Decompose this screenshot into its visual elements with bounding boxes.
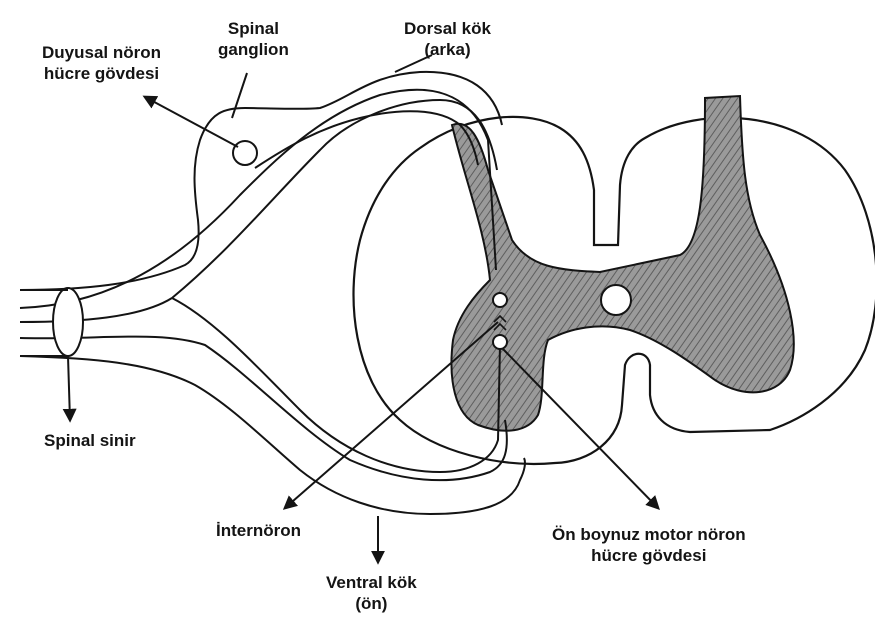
label-dorsal-kok-line1: Dorsal kök [404, 18, 491, 39]
label-ventral-kok: Ventral kök (ön) [326, 572, 417, 614]
motor-neuron-cell-body [493, 335, 507, 349]
label-spinal-sinir: Spinal sinir [44, 430, 136, 451]
label-on-boynuz-line2: hücre gövdesi [552, 545, 746, 566]
label-duyusal-line1: Duyusal nöron [42, 42, 161, 63]
sensory-neuron-cell-body [233, 141, 257, 165]
pointer-spinal-ganglion [232, 73, 247, 118]
label-duyusal-noron: Duyusal nöron hücre gövdesi [42, 42, 161, 84]
pointer-spinal-sinir [68, 356, 70, 420]
label-on-boynuz: Ön boynuz motor nöron hücre gövdesi [552, 524, 746, 566]
ventral-root-strand-3 [20, 298, 172, 322]
label-dorsal-kok-line2: (arka) [404, 39, 491, 60]
label-on-boynuz-line1: Ön boynuz motor nöron [552, 524, 746, 545]
label-duyusal-line2: hücre gövdesi [42, 63, 161, 84]
label-dorsal-kok: Dorsal kök (arka) [404, 18, 491, 60]
pointer-duyusal [145, 97, 238, 147]
interneuron-cell-body [493, 293, 507, 307]
label-ventral-kok-line1: Ventral kök [326, 572, 417, 593]
label-spinal-ganglion: Spinal ganglion [218, 18, 289, 60]
spinal-nerve-cross-section [53, 288, 83, 356]
label-internoron: İnternöron [216, 520, 301, 541]
label-ventral-kok-line2: (ön) [326, 593, 417, 614]
label-spinal-ganglion-line1: Spinal [218, 18, 289, 39]
central-canal [601, 285, 631, 315]
label-spinal-ganglion-line2: ganglion [218, 39, 289, 60]
